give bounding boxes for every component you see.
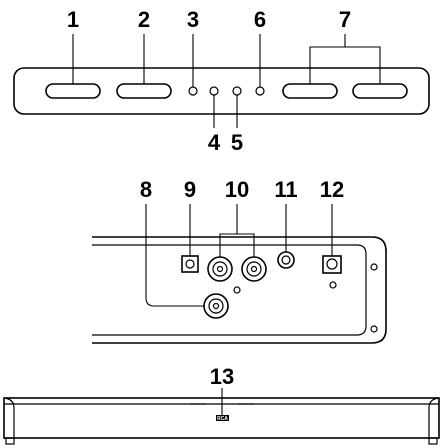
rca-jack-8-inner [209, 299, 223, 313]
rear-panel-inner-outline [92, 245, 366, 335]
optical-jack-9-port [186, 260, 194, 268]
rca-jack-8-pin [214, 304, 219, 309]
brand-logo: RCA [217, 416, 228, 422]
indicator-4 [210, 87, 218, 95]
indicator-3 [189, 87, 197, 95]
callout-7: 7 [339, 7, 351, 32]
callout-2: 2 [138, 7, 150, 32]
rca-jack-10-left-outer [208, 257, 232, 281]
leader-7 [310, 47, 380, 84]
indicator-5 [233, 87, 241, 95]
callout-8: 8 [140, 177, 152, 202]
optical-jack-9 [182, 256, 198, 272]
button-2 [117, 84, 171, 98]
dc-jack-12-screw [330, 282, 336, 288]
rca-jack-10-screw [234, 287, 240, 293]
aux-jack-11-outer [278, 252, 294, 268]
screw-top [371, 264, 377, 270]
aux-jack-11-inner [282, 256, 290, 264]
rca-jack-10-left-inner [213, 262, 227, 276]
rear-connector-panel: 8 9 10 11 12 [92, 177, 386, 343]
top-control-panel: 1 2 3 6 7 4 5 [14, 7, 429, 155]
rear-panel-outline [92, 237, 386, 343]
rca-jack-10-right-pin [252, 267, 257, 272]
callout-10: 10 [225, 177, 249, 202]
rca-jack-10-right-outer [242, 257, 266, 281]
rca-jack-10-left-pin [218, 267, 223, 272]
front-soundbar-view: RCA 13 [4, 364, 439, 444]
soundbar-foot-right [429, 438, 437, 444]
callout-4: 4 [208, 130, 221, 155]
callout-9: 9 [184, 177, 196, 202]
callout-5: 5 [231, 130, 243, 155]
button-7-right [353, 84, 407, 98]
callout-3: 3 [187, 7, 199, 32]
callout-13: 13 [210, 364, 234, 389]
soundbar-foot-left [6, 438, 14, 444]
rca-jack-10-right-inner [247, 262, 261, 276]
button-1 [46, 84, 100, 98]
callout-11: 11 [274, 177, 297, 202]
screw-bottom [371, 326, 377, 332]
callout-1: 1 [67, 7, 79, 32]
dc-jack-12-port [327, 259, 337, 269]
callout-6: 6 [254, 7, 266, 32]
callout-12: 12 [320, 177, 344, 202]
top-panel-outline [14, 68, 429, 114]
leader-8 [146, 204, 204, 306]
button-7-left [283, 84, 337, 98]
rca-jack-8-outer [204, 294, 228, 318]
indicator-6 [256, 87, 264, 95]
